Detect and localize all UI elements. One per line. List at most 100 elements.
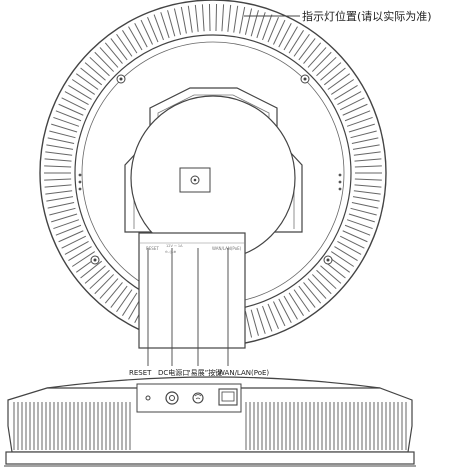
- radial-fin: [68, 246, 92, 261]
- radial-fin: [116, 33, 133, 57]
- radial-fin: [221, 4, 225, 32]
- radial-fin: [298, 38, 316, 61]
- radial-fin: [47, 202, 75, 209]
- radial-fin: [128, 26, 143, 51]
- plate-label-reset: RESET: [146, 246, 159, 251]
- plate-label-dc-rating: 12V ⎓ 1A: [166, 244, 183, 248]
- radial-fin: [89, 56, 110, 77]
- radial-fin: [298, 285, 316, 308]
- radial-fin: [342, 103, 368, 116]
- radial-fin: [51, 213, 78, 223]
- radial-fin: [75, 73, 99, 90]
- radial-fin: [215, 4, 218, 32]
- screw-hole: [300, 74, 310, 84]
- reset-hole: [145, 395, 151, 401]
- radial-fin: [311, 274, 332, 295]
- radial-fin: [267, 303, 279, 329]
- radial-fin: [346, 219, 373, 230]
- dc-port: [165, 391, 179, 405]
- radial-fin: [64, 91, 89, 106]
- radial-fin: [58, 103, 84, 116]
- ethernet-port-inner: [221, 391, 235, 402]
- side-dots-left: [78, 173, 82, 191]
- radial-fin: [110, 285, 128, 308]
- radial-fin: [49, 130, 76, 139]
- reset-label: RESET: [129, 369, 152, 377]
- radial-fin: [278, 22, 292, 48]
- radial-fin: [201, 4, 205, 32]
- radial-fin: [288, 30, 304, 54]
- radial-fin: [44, 165, 72, 168]
- radial-fin: [104, 282, 123, 304]
- radial-fin: [351, 202, 379, 209]
- radial-fins: [44, 4, 382, 342]
- radial-fin: [354, 184, 382, 188]
- radial-fin: [352, 196, 380, 202]
- radial-fin: [307, 47, 327, 68]
- radial-fin: [334, 85, 358, 100]
- port-housing: [138, 232, 246, 349]
- radial-fin: [99, 278, 119, 299]
- radial-fin: [327, 73, 351, 90]
- radial-fin: [273, 301, 286, 327]
- radial-fin: [337, 240, 362, 255]
- radial-fin: [64, 240, 89, 255]
- radial-fin: [61, 235, 87, 249]
- radial-fin: [293, 33, 310, 57]
- pair-button-icon: [194, 394, 202, 400]
- wan-label: WAN/LAN(PoE): [218, 369, 269, 377]
- radial-fin: [71, 79, 96, 95]
- radial-fin: [173, 8, 182, 35]
- plate-label-dc-polarity: ⊖-◎-⊕: [165, 250, 177, 254]
- radial-fin: [273, 19, 286, 45]
- screw-hole: [90, 255, 100, 265]
- radial-fin: [233, 5, 239, 33]
- indicator-callout: 指示灯位置(请以实际为准): [244, 9, 432, 23]
- radial-fin: [58, 230, 84, 243]
- radial-fin: [45, 190, 73, 195]
- radial-fin: [71, 251, 96, 267]
- screw-hole: [323, 255, 333, 265]
- radial-fin: [239, 6, 246, 34]
- radial-fin: [293, 289, 310, 313]
- radial-fin: [51, 123, 78, 133]
- radial-fin: [180, 6, 187, 34]
- radial-fin: [55, 224, 82, 236]
- radial-fin: [339, 235, 365, 249]
- radial-fin: [353, 190, 381, 195]
- radial-fin: [49, 207, 76, 216]
- radial-fin: [330, 79, 355, 95]
- side-view: [4, 376, 416, 467]
- radial-fin: [46, 196, 74, 202]
- radial-fin: [288, 292, 304, 316]
- radial-fin: [84, 62, 106, 81]
- side-fins: [13, 402, 407, 450]
- port-labels: RESET DC电源口 “易展”按键 WAN/LAN(PoE): [129, 368, 269, 377]
- radial-fin: [134, 22, 148, 48]
- dome-top: [46, 376, 381, 389]
- pair-button-label: “易展”按键: [187, 368, 222, 377]
- radial-fin: [140, 19, 153, 45]
- radial-fin: [89, 269, 110, 290]
- radial-fin: [44, 184, 72, 188]
- radial-fin: [53, 116, 80, 127]
- radial-fin: [44, 178, 72, 181]
- radial-fin: [283, 295, 298, 320]
- radial-fin: [68, 85, 92, 100]
- radial-fin: [122, 292, 138, 316]
- radial-fin: [256, 12, 266, 39]
- radial-fin: [94, 274, 115, 295]
- radial-fin: [160, 12, 170, 39]
- radial-fin: [227, 4, 232, 32]
- indicator-label: 指示灯位置(请以实际为准): [302, 9, 432, 23]
- radial-fin: [61, 97, 87, 111]
- radial-fin: [167, 10, 176, 37]
- side-dots-right: [338, 173, 342, 191]
- radial-fin: [99, 47, 119, 68]
- radial-fin: [303, 42, 322, 64]
- radial-fin: [44, 158, 72, 162]
- radial-fin: [267, 17, 279, 43]
- radial-fin: [194, 4, 199, 32]
- dc-label: DC电源口: [158, 368, 189, 377]
